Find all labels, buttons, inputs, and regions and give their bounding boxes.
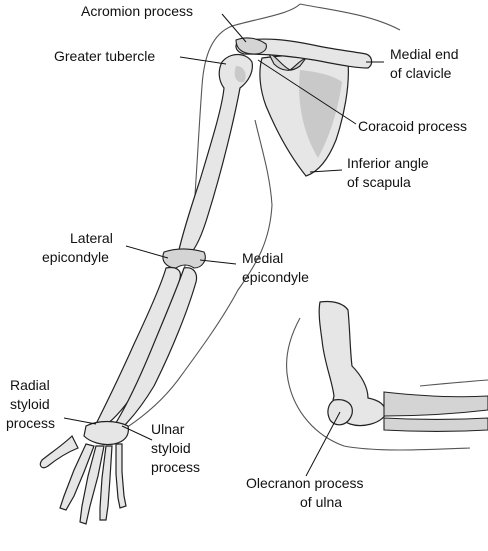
label-greater-tubercle: Greater tubercle bbox=[54, 48, 155, 64]
labels: Acromion process Greater tubercle Medial… bbox=[6, 3, 467, 510]
label-acromion-process: Acromion process bbox=[81, 3, 193, 19]
scapula bbox=[259, 50, 349, 177]
label-coracoid-process: Coracoid process bbox=[358, 118, 467, 134]
acromion-leader bbox=[221, 13, 247, 43]
radial-styloid-leader bbox=[63, 417, 97, 425]
lateral-epicondyle-leader bbox=[125, 245, 169, 259]
coracoid-leader bbox=[257, 59, 357, 125]
medial-epicondyle-leader bbox=[199, 259, 237, 265]
olecranon-leader bbox=[305, 411, 341, 477]
ulnar-styloid-leader bbox=[121, 425, 153, 441]
label-olecranon-line2: of ulna bbox=[300, 494, 342, 510]
label-ulnar-styloid-line2: styloid bbox=[151, 440, 191, 456]
label-inferior-angle-line2: of scapula bbox=[347, 174, 411, 190]
label-inferior-angle-line1: Inferior angle bbox=[347, 155, 429, 171]
label-ulnar-styloid-line3: process bbox=[151, 459, 200, 475]
label-radial-styloid-line3: process bbox=[6, 415, 55, 431]
forearm-bones bbox=[95, 266, 198, 429]
hand-bones bbox=[39, 420, 129, 525]
label-medial-epicondyle-line1: Medial bbox=[242, 250, 283, 266]
greater-tubercle-leader bbox=[179, 56, 227, 65]
clavicle bbox=[235, 38, 373, 69]
elbow-inset bbox=[285, 300, 488, 451]
label-ulnar-styloid-line1: Ulnar bbox=[151, 421, 185, 437]
label-medial-end-clavicle-line2: of clavicle bbox=[390, 65, 452, 81]
label-medial-end-clavicle-line1: Medial end bbox=[390, 46, 459, 62]
leader-lines bbox=[63, 13, 384, 477]
label-olecranon-line1: Olecranon process bbox=[246, 475, 364, 491]
inferior-angle-leader bbox=[309, 169, 343, 173]
humerus bbox=[162, 53, 253, 269]
label-medial-epicondyle-line2: epicondyle bbox=[242, 269, 309, 285]
label-lateral-epicondyle-line2: epicondyle bbox=[42, 249, 109, 265]
label-lateral-epicondyle-line1: Lateral bbox=[70, 230, 113, 246]
label-radial-styloid-line2: styloid bbox=[10, 396, 50, 412]
acromion bbox=[235, 37, 267, 55]
label-radial-styloid-line1: Radial bbox=[10, 377, 50, 393]
